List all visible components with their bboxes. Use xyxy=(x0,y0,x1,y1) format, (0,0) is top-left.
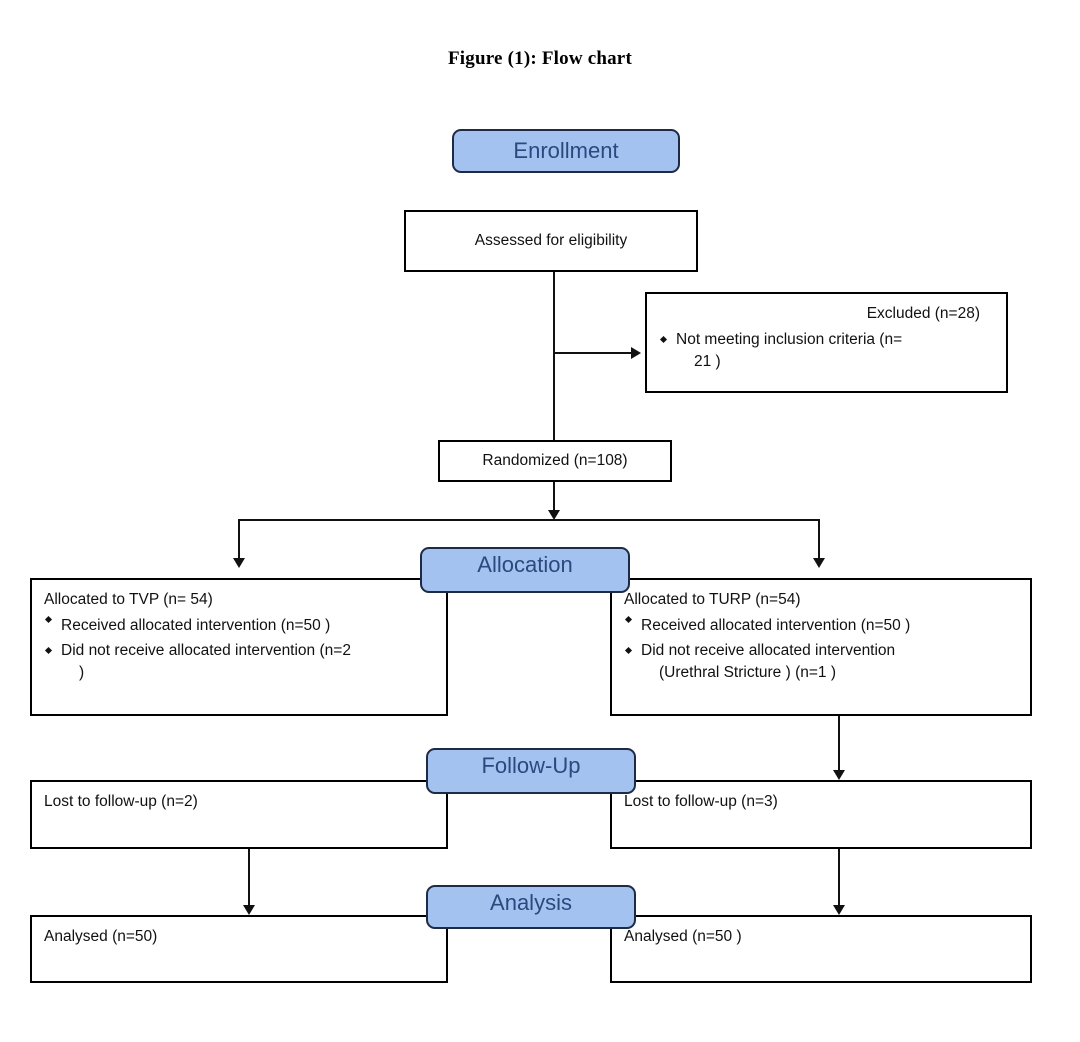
node-allocated-right-list: Received allocated intervention (n=50 ) … xyxy=(624,615,1018,684)
node-analysed-left: Analysed (n=50) xyxy=(30,915,448,983)
node-excluded-heading: Excluded (n=28) xyxy=(866,305,980,322)
connector-assessed-to-randomized xyxy=(553,272,555,440)
node-excluded-item-1: 21 ) xyxy=(694,353,721,370)
connector-randomized-down-arrow xyxy=(548,510,560,520)
node-allocated-right-item-1: Did not receive allocated intervention xyxy=(641,642,896,659)
list-item: Received allocated intervention (n=50 ) xyxy=(44,615,434,637)
connector-allocated-right-to-lost-right xyxy=(838,716,840,774)
diamond-bullet-icon xyxy=(44,646,53,655)
node-allocated-left: Allocated to TVP (n= 54) Received alloca… xyxy=(30,578,448,716)
stage-label-allocation-text: Allocation xyxy=(477,552,573,577)
connector-split-horizontal xyxy=(238,519,820,521)
connector-split-right-arrow xyxy=(813,558,825,568)
connector-to-excluded-arrow xyxy=(631,347,641,359)
node-randomized-label: Randomized (n=108) xyxy=(482,452,628,469)
connector-split-left-down xyxy=(238,519,240,563)
node-analysed-left-label: Analysed (n=50) xyxy=(44,928,158,945)
node-allocated-left-item-0: Received allocated intervention (n=50 ) xyxy=(61,617,331,634)
diamond-bullet-icon xyxy=(659,335,668,344)
node-excluded-item-0: Not meeting inclusion criteria (n= xyxy=(676,331,903,348)
node-excluded-list: Not meeting inclusion criteria (n= 21 ) xyxy=(659,329,994,373)
node-allocated-left-heading: Allocated to TVP (n= 54) xyxy=(44,591,213,608)
stage-label-follow-up: Follow-Up xyxy=(426,748,636,794)
node-allocated-right-item-2: (Urethral Stricture ) (n=1 ) xyxy=(659,664,837,681)
node-lost-left: Lost to follow-up (n=2) xyxy=(30,780,448,849)
node-assessed-for-eligibility: Assessed for eligibility xyxy=(404,210,698,272)
connector-split-right-down xyxy=(818,519,820,563)
node-allocated-left-item-2: ) xyxy=(79,664,85,681)
node-allocated-left-item-1: Did not receive allocated intervention (… xyxy=(61,642,351,659)
connector-lost-left-to-analysed-left-arrow xyxy=(243,905,255,915)
list-item: Did not receive allocated intervention (… xyxy=(624,640,1018,684)
node-lost-right-label: Lost to follow-up (n=3) xyxy=(624,793,778,810)
node-lost-left-label: Lost to follow-up (n=2) xyxy=(44,793,198,810)
diamond-bullet-icon xyxy=(624,615,633,624)
node-excluded: Excluded (n=28) Not meeting inclusion cr… xyxy=(645,292,1008,393)
connector-to-excluded-line xyxy=(553,352,631,354)
stage-label-follow-up-text: Follow-Up xyxy=(481,753,581,778)
node-randomized: Randomized (n=108) xyxy=(438,440,672,482)
node-analysed-right-label: Analysed (n=50 ) xyxy=(624,928,742,945)
node-assessed-label: Assessed for eligibility xyxy=(474,232,628,249)
list-item: Received allocated intervention (n=50 ) xyxy=(624,615,1018,637)
list-item: Did not receive allocated intervention (… xyxy=(44,640,434,684)
connector-randomized-down xyxy=(553,482,555,514)
node-allocated-right-item-0: Received allocated intervention (n=50 ) xyxy=(641,617,911,634)
connector-allocated-right-to-lost-right-arrow xyxy=(833,770,845,780)
stage-label-enrollment: Enrollment xyxy=(452,129,680,173)
node-lost-right: Lost to follow-up (n=3) xyxy=(610,780,1032,849)
page-title: Figure (1): Flow chart xyxy=(448,48,632,69)
node-allocated-right-heading: Allocated to TURP (n=54) xyxy=(624,591,801,608)
connector-split-left-arrow xyxy=(233,558,245,568)
diamond-bullet-icon xyxy=(44,615,53,624)
node-analysed-right: Analysed (n=50 ) xyxy=(610,915,1032,983)
list-item: Not meeting inclusion criteria (n= 21 ) xyxy=(659,329,994,373)
stage-label-allocation: Allocation xyxy=(420,547,630,593)
diamond-bullet-icon xyxy=(624,646,633,655)
stage-label-analysis: Analysis xyxy=(426,885,636,929)
connector-lost-right-to-analysed-right-arrow xyxy=(833,905,845,915)
node-allocated-right: Allocated to TURP (n=54) Received alloca… xyxy=(610,578,1032,716)
stage-label-enrollment-text: Enrollment xyxy=(513,138,619,163)
node-allocated-left-list: Received allocated intervention (n=50 ) … xyxy=(44,615,434,684)
connector-lost-left-to-analysed-left xyxy=(248,849,250,909)
stage-label-analysis-text: Analysis xyxy=(490,890,572,915)
connector-lost-right-to-analysed-right xyxy=(838,849,840,909)
